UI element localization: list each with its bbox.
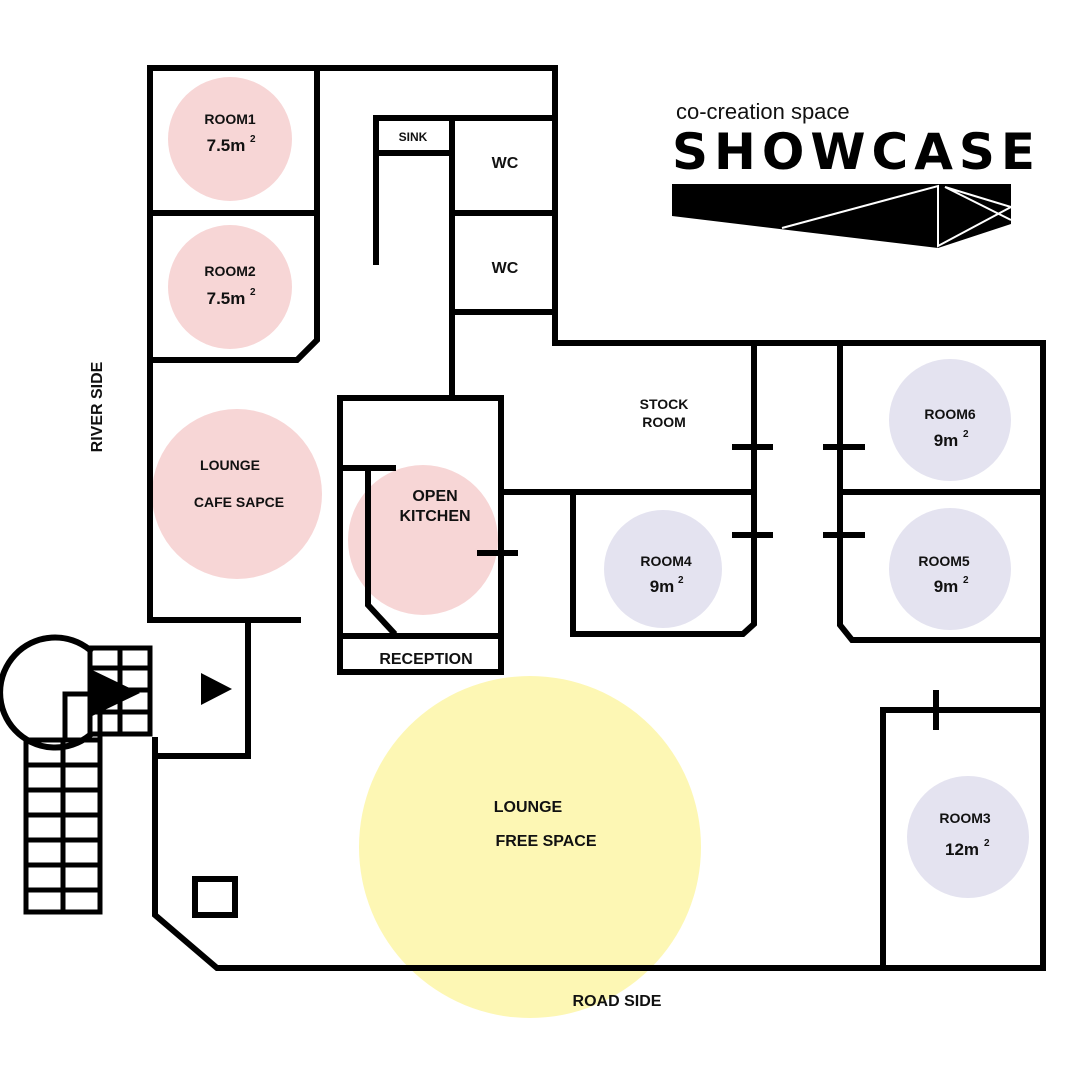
logo-subtitle: co-creation space	[676, 99, 850, 124]
room1-highlight	[168, 77, 292, 201]
reception-label: RECEPTION	[379, 651, 472, 668]
lounge-free-highlight	[359, 676, 701, 1018]
river-side-label: RIVER SIDE	[89, 361, 106, 452]
kitchen-label-1: OPEN	[412, 488, 457, 505]
room3-area: 12m	[945, 840, 979, 859]
room3-name: ROOM3	[939, 810, 991, 826]
stock-room-label-2: ROOM	[642, 414, 686, 430]
kitchen-highlight	[348, 465, 498, 615]
lounge-cafe-highlight	[152, 409, 322, 579]
room4-area: 9m	[650, 577, 675, 596]
walls	[147, 65, 1046, 971]
lounge-cafe-label-1: LOUNGE	[200, 457, 260, 473]
room6-area: 9m	[934, 431, 959, 450]
room5-area-sup: 2	[963, 575, 969, 586]
room2-area: 7.5m	[207, 289, 246, 308]
logo-title: SHOWCASE	[672, 123, 1041, 181]
room2-name: ROOM2	[204, 263, 256, 279]
kitchen-label-2: KITCHEN	[399, 508, 470, 525]
sink-label: SINK	[399, 130, 428, 144]
room5-area: 9m	[934, 577, 959, 596]
stock-room-label-1: STOCK	[640, 396, 689, 412]
wc-lower-label: WC	[492, 260, 519, 277]
room4-highlight	[604, 510, 722, 628]
showcase-logo: co-creation space SHOWCASE	[672, 99, 1041, 248]
wc-upper-label: WC	[492, 155, 519, 172]
room2-area-sup: 2	[250, 287, 256, 298]
stair-arrow-icon	[88, 668, 140, 718]
room1-area-sup: 2	[250, 134, 256, 145]
room4-area-sup: 2	[678, 575, 684, 586]
room1-name: ROOM1	[204, 111, 256, 127]
room3-highlight	[907, 776, 1029, 898]
lounge-free-label-2: FREE SPACE	[495, 833, 596, 850]
room5-highlight	[889, 508, 1011, 630]
room2-highlight	[168, 225, 292, 349]
entrance-arrow-icon	[201, 673, 232, 705]
room6-highlight	[889, 359, 1011, 481]
room5-name: ROOM5	[918, 553, 970, 569]
logo-band	[672, 184, 1011, 248]
room4-name: ROOM4	[640, 553, 692, 569]
room6-area-sup: 2	[963, 429, 969, 440]
room6-name: ROOM6	[924, 406, 976, 422]
lounge-cafe-label-2: CAFE SAPCE	[194, 494, 284, 510]
stairs	[0, 634, 153, 915]
room1-area: 7.5m	[207, 136, 246, 155]
road-side-label: ROAD SIDE	[573, 993, 662, 1010]
lounge-free-label-1: LOUNGE	[494, 799, 563, 816]
room3-area-sup: 2	[984, 838, 990, 849]
logo-lines	[781, 184, 1014, 248]
